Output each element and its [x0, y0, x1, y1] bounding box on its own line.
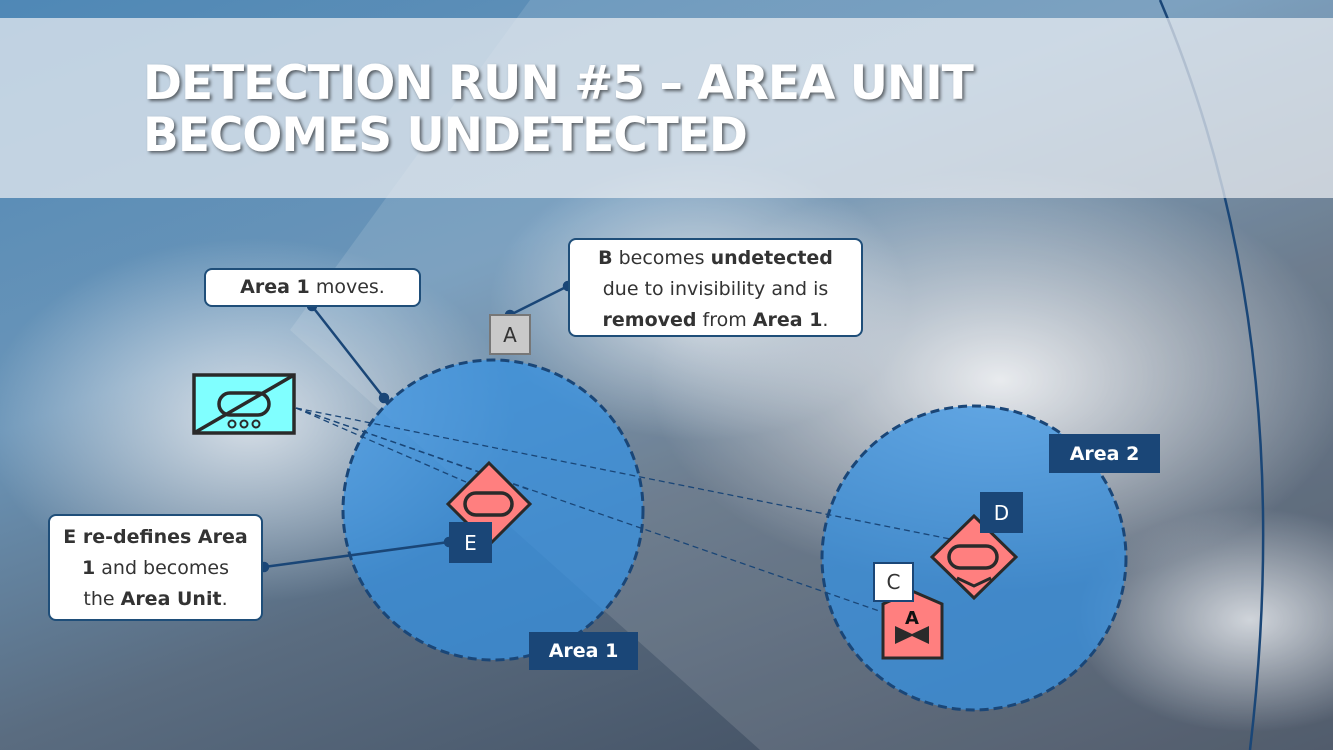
symbol-c-letter: A [905, 608, 919, 629]
callout-text: due to invisibility and is [602, 278, 829, 300]
unit-label-c[interactable]: C [873, 562, 914, 602]
callout-bold: Area 1 [752, 309, 823, 331]
callout-bold: Area Unit [120, 588, 222, 610]
unit-label-e[interactable]: E [449, 522, 492, 563]
unit-label-a[interactable]: A [489, 314, 531, 355]
callout-text: the [83, 588, 121, 610]
callout-b-undetected: B becomes undetected due to invisibility… [568, 238, 863, 337]
callout-bold: 1 [82, 557, 96, 579]
callout-bold: Area 1 [240, 276, 310, 298]
callout-area-moves: Area 1 moves. [204, 268, 421, 307]
slide-title: DETECTION RUN #5 – AREA UNIT BECOMES UND… [143, 56, 974, 163]
callout-text: moves. [309, 276, 385, 298]
hostile-unit-c-symbol[interactable]: A [881, 589, 944, 660]
unit-label-d[interactable]: D [980, 492, 1023, 533]
title-line-1: DETECTION RUN #5 – AREA UNIT [143, 56, 974, 111]
callout-text: . [221, 588, 228, 610]
area-2-label[interactable]: Area 2 [1049, 434, 1160, 473]
detection-lines [295, 407, 956, 613]
callout-text: and becomes [95, 557, 229, 579]
callout-e-redefines: E re-defines Area 1 and becomes the Area… [48, 514, 263, 621]
callout-bold: removed [602, 309, 697, 331]
callout-bold: E re-defines Area [63, 526, 248, 548]
title-line-2: BECOMES UNDETECTED [143, 108, 748, 163]
callout-text: . [822, 309, 829, 331]
callout-bold: undetected [710, 247, 833, 269]
hostile-unit-d-symbol[interactable] [929, 513, 1019, 601]
area-1-label[interactable]: Area 1 [529, 632, 638, 670]
callout-bold: B [598, 247, 613, 269]
callout-text: from [696, 309, 753, 331]
sensor-unit-symbol[interactable] [192, 373, 296, 435]
title-band [0, 18, 1333, 198]
callout-text: becomes [612, 247, 711, 269]
